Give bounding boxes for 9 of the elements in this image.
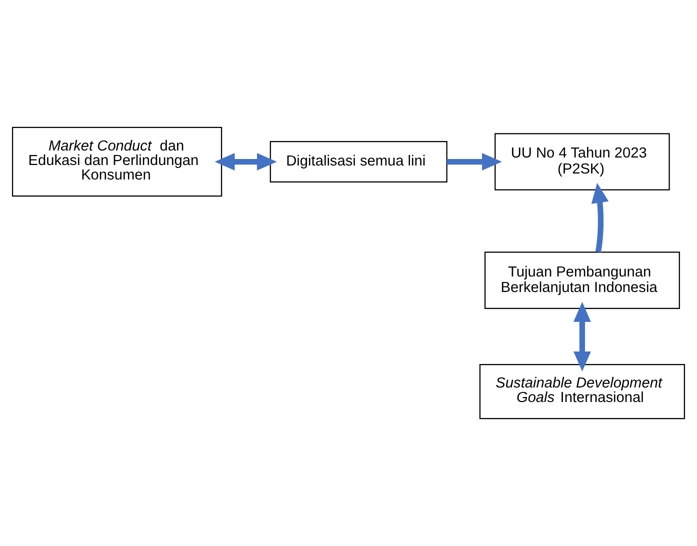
node-box: Sustainable Development Goals Internasional <box>479 364 686 420</box>
arrow <box>446 153 502 170</box>
arrow <box>214 153 277 170</box>
node-box: Market Conduct dan Edukasi dan Perlindungan Konsumen <box>12 126 222 197</box>
node-box: UU No 4 Tahun 2023 (P2SK) <box>494 133 670 190</box>
arrow <box>573 302 591 372</box>
node-box: Tujuan Pembangunan Berkelanjutan Indonesia <box>484 252 680 309</box>
node-box: Digitalisasi semua lini <box>270 140 448 183</box>
arrow <box>591 182 609 252</box>
